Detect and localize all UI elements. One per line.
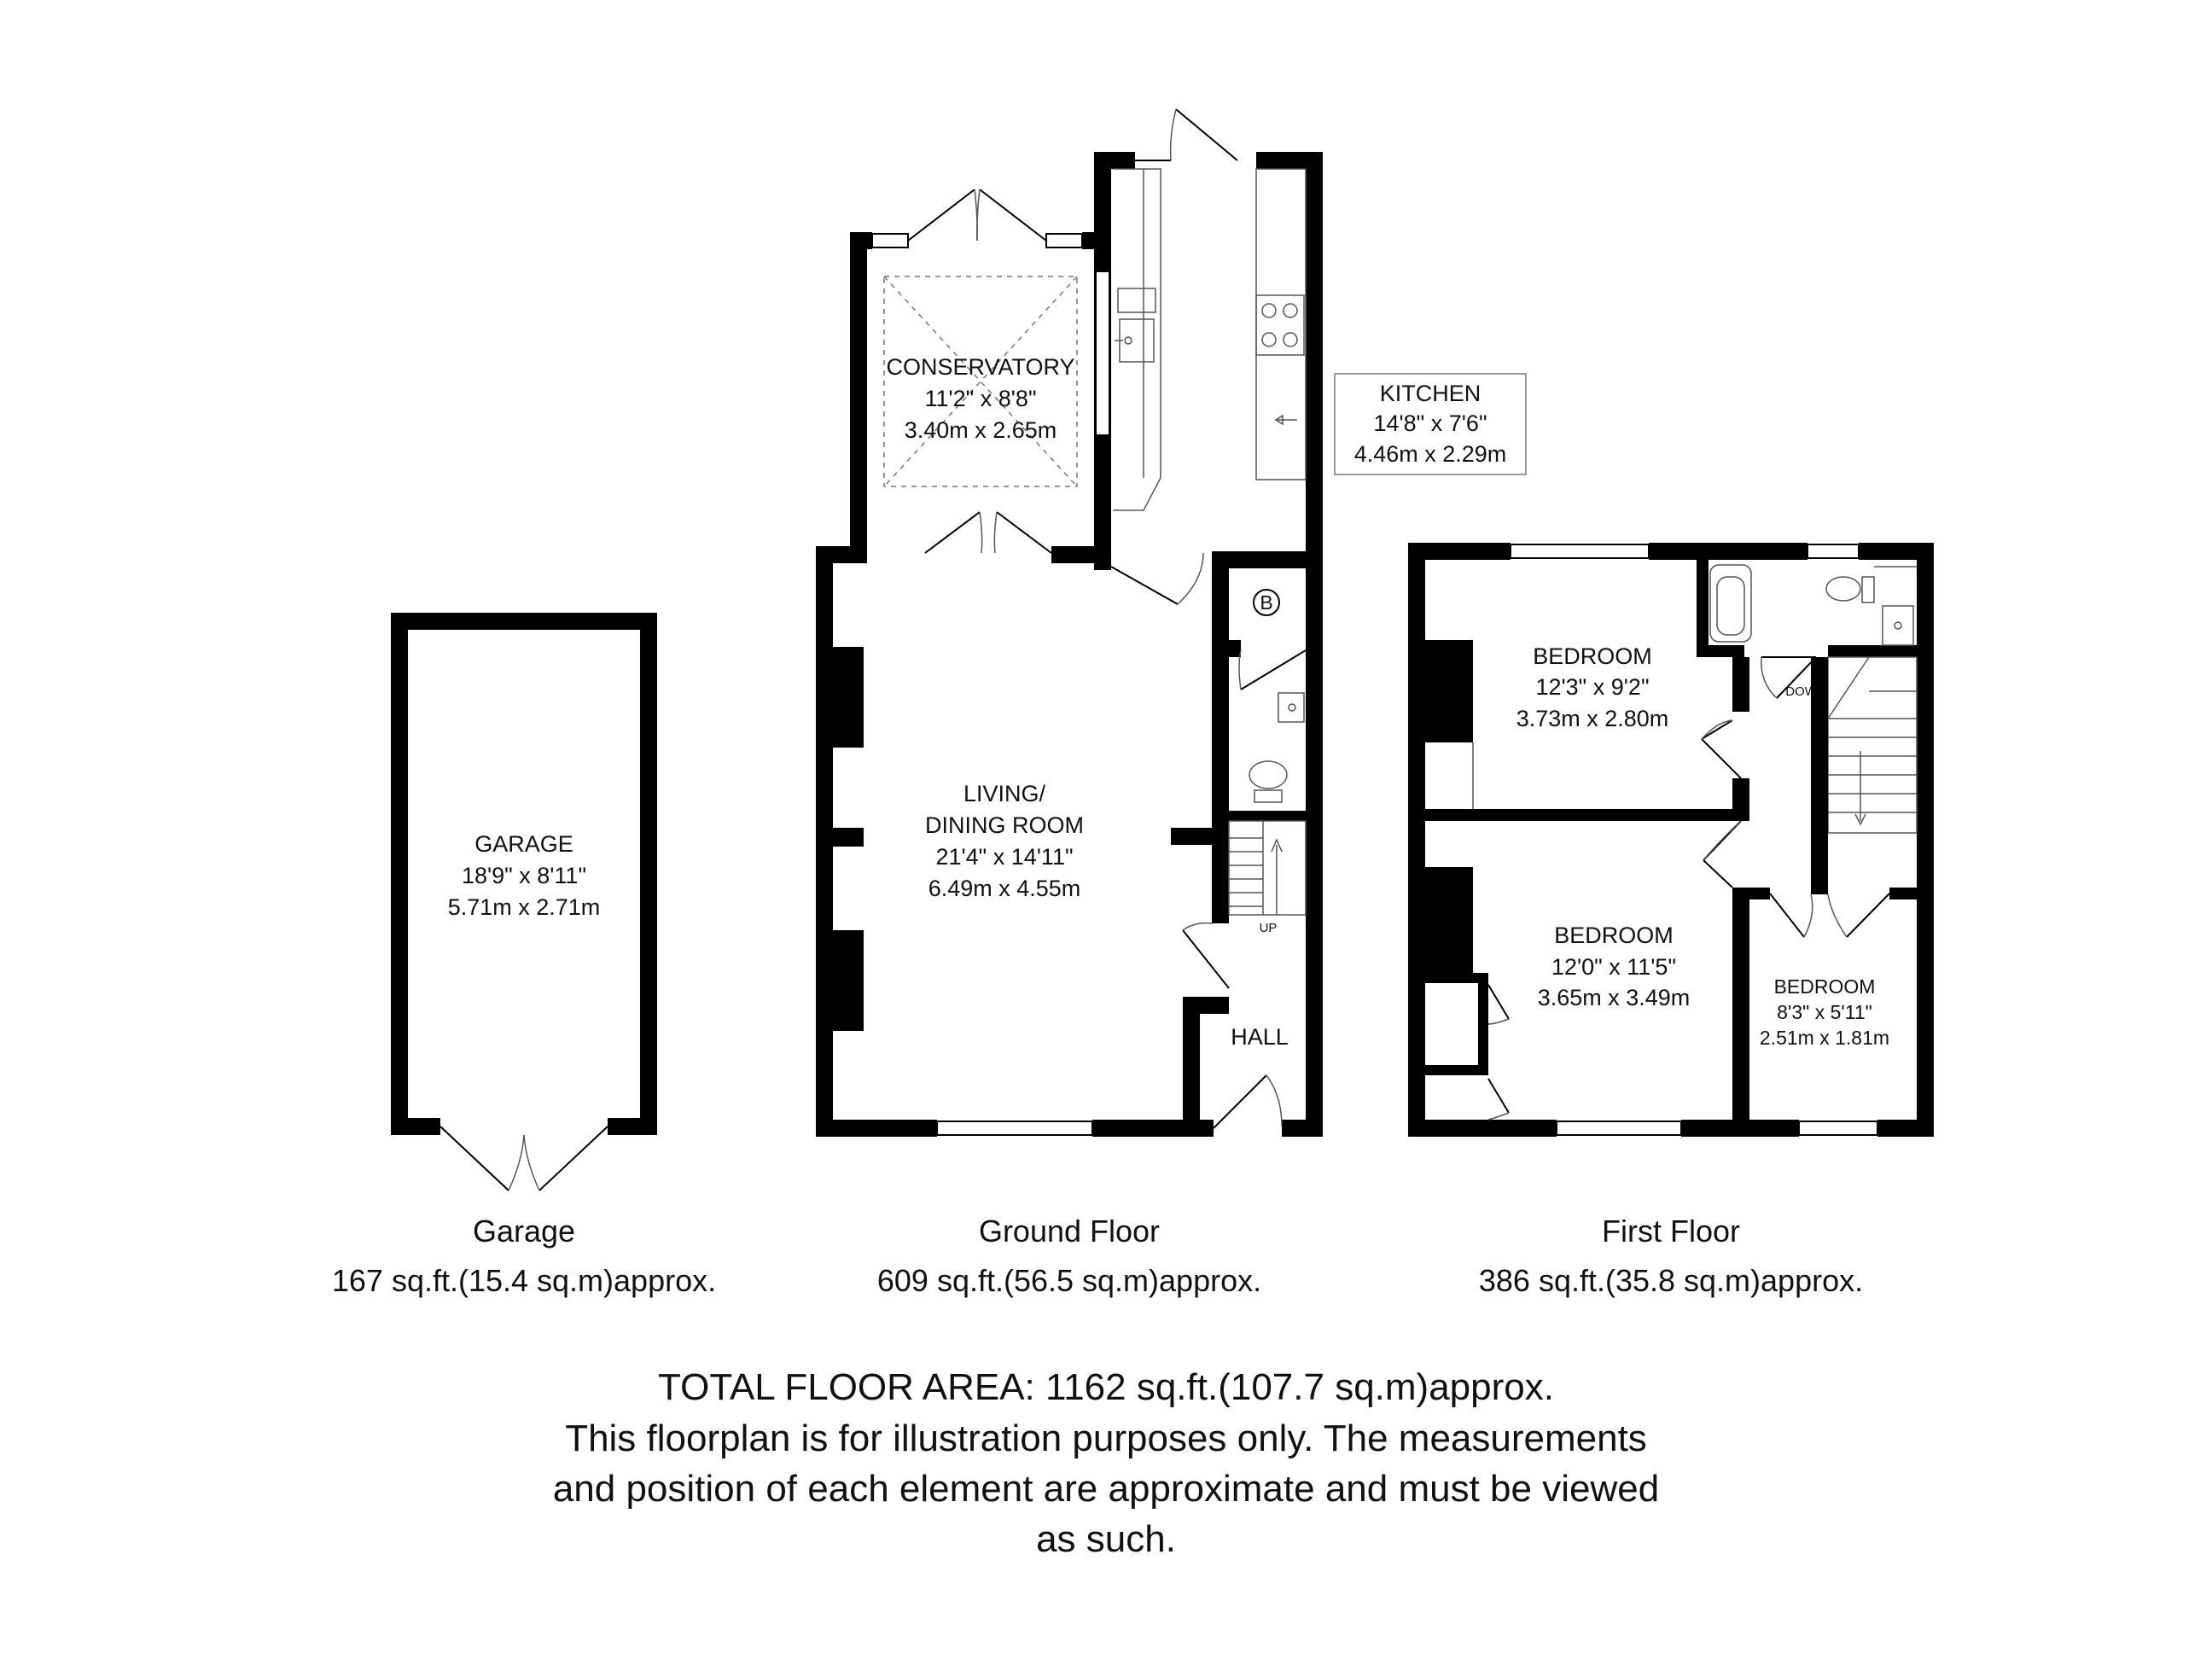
room-name: LIVING/ — [963, 781, 1046, 806]
kitchen-back-door — [1135, 108, 1238, 161]
room-metric: 5.71m x 2.71m — [448, 894, 601, 920]
kitchen-label: KITCHEN 14'8" x 7'6" 4.46m x 2.29m — [1354, 381, 1507, 467]
basin-icon — [1278, 692, 1305, 723]
room-imperial: 18'9" x 8'11" — [462, 863, 586, 888]
toilet-icon — [1249, 760, 1288, 803]
bedroom1-door — [1701, 719, 1742, 779]
room-name: BEDROOM — [1554, 923, 1674, 948]
hob-icon — [1255, 294, 1305, 356]
basin-icon — [1882, 605, 1914, 646]
front-door — [1213, 1074, 1283, 1129]
bedroom2-door — [1703, 820, 1742, 888]
room-metric: 3.40m x 2.65m — [905, 417, 1057, 443]
garage-double-door — [439, 1126, 608, 1191]
garage-caption: Garage 167 sq.ft.(15.4 sq.m)approx. — [332, 1214, 716, 1298]
room-metric: 4.46m x 2.29m — [1354, 441, 1507, 467]
bedroom2-label: BEDROOM 12'0" x 11'5" 3.65m x 3.49m — [1538, 923, 1691, 1010]
floor-area: 386 sq.ft.(35.8 sq.m)approx. — [1479, 1263, 1863, 1298]
room-name: GARAGE — [474, 831, 573, 857]
disclaimer: TOTAL FLOOR AREA: 1162 sq.ft.(107.7 sq.m… — [553, 1366, 1659, 1560]
room-imperial: 12'3" x 9'2" — [1535, 674, 1649, 700]
stairs-down: DOWN — [1785, 656, 1918, 834]
conservatory-door — [907, 189, 1047, 242]
disclaimer-line: and position of each element are approxi… — [553, 1468, 1659, 1510]
first-floor-plan: DOWN — [1408, 543, 1934, 1137]
floor-title: Ground Floor — [979, 1214, 1160, 1249]
stairs-up: UP — [1228, 820, 1307, 935]
room-name: BEDROOM — [1533, 643, 1652, 669]
room-name: CONSERVATORY — [886, 354, 1074, 380]
room-imperial: 11'2" x 8'8" — [924, 386, 1036, 411]
stairs-up-label: UP — [1260, 921, 1278, 935]
floor-title: First Floor — [1602, 1214, 1740, 1249]
floor-title: Garage — [473, 1214, 575, 1249]
bath-icon — [1709, 564, 1752, 643]
living-to-conservatory-door — [924, 511, 1052, 554]
living-hall-door — [1182, 922, 1230, 989]
room-metric: 2.51m x 1.81m — [1760, 1027, 1889, 1049]
kitchen-sink-icon — [1115, 288, 1156, 363]
boiler-icon: B — [1253, 589, 1280, 616]
living-dining-label: LIVING/ DINING ROOM 21'4" x 14'11" 6.49m… — [925, 781, 1084, 901]
garage-plan — [391, 613, 657, 1191]
disclaimer-line: This floorplan is for illustration purpo… — [565, 1417, 1647, 1459]
room-imperial: 14'8" x 7'6" — [1373, 410, 1487, 436]
bedroom3-label: BEDROOM 8'3" x 5'11" 2.51m x 1.81m — [1760, 975, 1889, 1049]
room-metric: 3.73m x 2.80m — [1516, 706, 1669, 731]
bedroom1-label: BEDROOM 12'3" x 9'2" 3.73m x 2.80m — [1516, 643, 1669, 731]
ground-floor-plan: B — [816, 108, 1323, 1137]
wardrobe-door — [1487, 984, 1510, 1121]
conservatory-label: CONSERVATORY 11'2" x 8'8" 3.40m x 2.65m — [886, 354, 1074, 443]
boiler-label: B — [1260, 591, 1272, 614]
disclaimer-line: as such. — [1036, 1518, 1176, 1560]
ground-floor-caption: Ground Floor 609 sq.ft.(56.5 sq.m)approx… — [877, 1214, 1261, 1298]
room-imperial: 8'3" x 5'11" — [1777, 1001, 1872, 1023]
total-floor-area: TOTAL FLOOR AREA: 1162 sq.ft.(107.7 sq.m… — [658, 1366, 1554, 1408]
room-imperial: 12'0" x 11'5" — [1551, 954, 1676, 980]
kitchen-label-box — [1334, 373, 1527, 475]
kitchen-living-door — [1110, 552, 1204, 605]
garage-label: GARAGE 18'9" x 8'11" 5.71m x 2.71m — [448, 831, 601, 920]
cloakroom-door — [1238, 649, 1307, 690]
room-metric: 6.49m x 4.55m — [928, 876, 1081, 901]
bathroom-door — [1761, 656, 1817, 699]
room-metric: 3.65m x 3.49m — [1538, 985, 1691, 1010]
room-name: BEDROOM — [1774, 975, 1876, 998]
toilet-icon — [1825, 576, 1875, 603]
room-name: HALL — [1231, 1024, 1289, 1050]
first-floor-caption: First Floor 386 sq.ft.(35.8 sq.m)approx. — [1479, 1214, 1863, 1298]
floor-area: 167 sq.ft.(15.4 sq.m)approx. — [332, 1263, 716, 1298]
bedroom3-door — [1769, 893, 1890, 938]
floor-area: 609 sq.ft.(56.5 sq.m)approx. — [877, 1263, 1261, 1298]
room-name: DINING ROOM — [925, 812, 1084, 838]
room-name: KITCHEN — [1380, 381, 1481, 406]
room-imperial: 21'4" x 14'11" — [935, 844, 1073, 870]
hall-label: HALL — [1231, 1024, 1289, 1050]
